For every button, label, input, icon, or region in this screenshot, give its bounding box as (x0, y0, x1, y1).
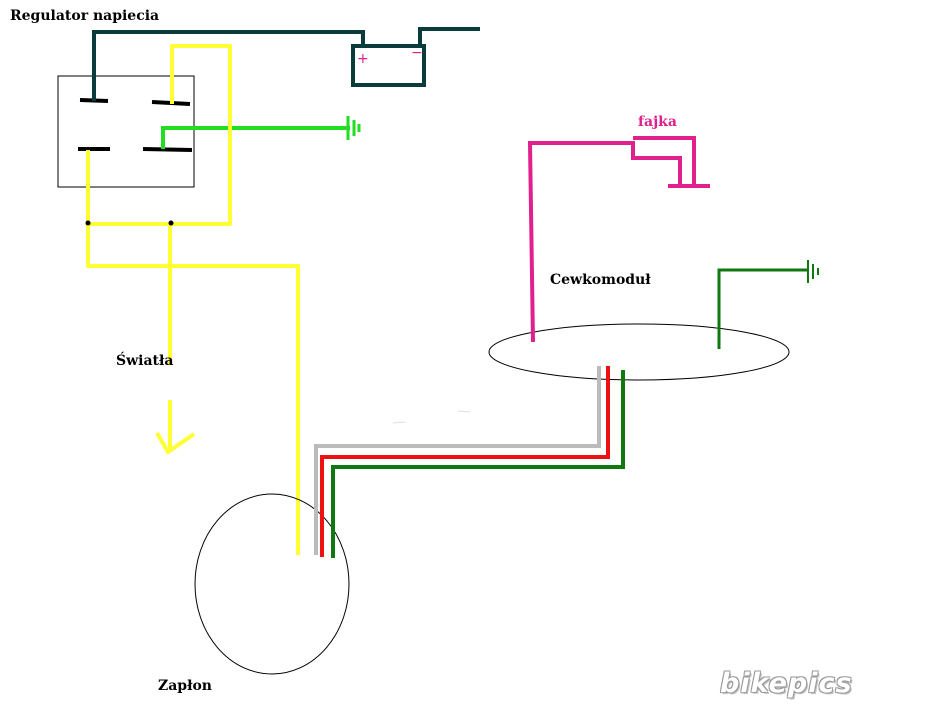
coil-module (488, 323, 790, 381)
speck (392, 421, 406, 424)
label-zaplon: Zapłon (158, 678, 212, 694)
coil-ground-symbol-icon (807, 260, 819, 283)
battery (351, 44, 426, 87)
label-swiatla: Światła (116, 353, 174, 369)
watermark-logo: bikepics (720, 668, 853, 699)
junction-dot (85, 220, 91, 226)
spark-plug-lead (527, 136, 710, 343)
battery-negative-wire (418, 27, 480, 46)
label-cewkomodul: Cewkomoduł (550, 272, 651, 288)
battery-minus-label: − (411, 45, 423, 61)
label-fajka: fajka (638, 114, 677, 130)
ground-wire (161, 126, 350, 149)
coil-ground-wire (717, 268, 808, 349)
gray-wire (314, 366, 601, 555)
battery-wire (92, 30, 365, 101)
regulator-box (57, 75, 195, 188)
ground-symbol-icon (346, 116, 361, 140)
dark-green-wire (331, 370, 625, 558)
label-regulator: Regulator napiecia (10, 8, 160, 24)
red-wire (320, 366, 610, 557)
yellow-wires (86, 44, 300, 555)
regulator-terminals (78, 98, 193, 152)
junction-dot (168, 220, 174, 226)
battery-plus-label: + (357, 51, 369, 67)
speck (457, 410, 471, 413)
ignition-stator (194, 493, 350, 675)
